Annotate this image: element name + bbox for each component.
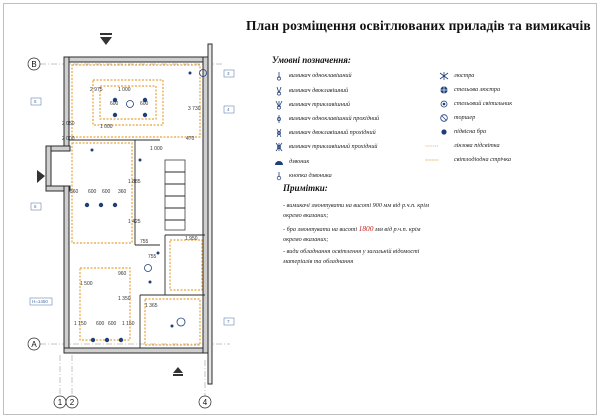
legend-item-bell: дзвоник: [289, 158, 310, 165]
ceiling-lights: [84, 97, 148, 343]
dim-17: 1 150: [74, 321, 87, 327]
led-strip-icon: [425, 159, 439, 161]
dim-7: 1 000: [150, 146, 163, 152]
legend-item-led-strip: світлодіодна стрічка: [454, 156, 511, 163]
axis-marker-col2: [65, 395, 79, 409]
dim-8: 2 000: [62, 136, 75, 142]
axis-marker-bottom: [27, 337, 41, 351]
legend-item-chandelier: люстра: [454, 72, 475, 79]
dim-18: 600: [96, 321, 105, 327]
dim-24: 1 500: [80, 281, 93, 287]
switch-3-icon: [275, 100, 283, 110]
tag-7: 7: [227, 319, 230, 324]
axis-label-col2: 2: [70, 398, 75, 407]
chandeliers: [126, 69, 207, 327]
ceiling-chandelier-icon: [439, 85, 449, 95]
note-equipment-types: - види обладнання освітлення у загальній…: [283, 248, 420, 265]
chandelier-icon: [439, 72, 449, 80]
legend-item-pass-switch-3: вимикач триклавішний прохідний: [289, 143, 378, 150]
legend-item-pendant-sconce: підвісна бра: [454, 128, 487, 135]
exterior-walls: [45, 43, 213, 385]
axis-marker-top: [27, 57, 41, 71]
dim-5: 3 730: [188, 106, 201, 112]
interior-walls: [69, 139, 205, 348]
dim-1: 2 975: [90, 87, 103, 93]
axis-label-col4: 4: [203, 398, 208, 407]
dim-13: 1 885: [128, 179, 141, 185]
note-sconce-post: мм від р.ч.п. крім окремо вказаних;: [283, 226, 421, 243]
dim-20: 1 150: [122, 321, 135, 327]
axis-marker-col4: [198, 395, 212, 409]
section-tags: 3 5 4 6 H=1450 7: [29, 69, 235, 326]
sheet-frame: [3, 3, 597, 415]
switch-1-icon: [277, 72, 281, 81]
dim-3: 600: [110, 101, 119, 107]
pass-switch-2-icon: [276, 128, 282, 138]
legend-title: Умовні позначення:: [272, 55, 351, 65]
dim-16: 1 350: [118, 296, 131, 302]
axis-label-bottom: А: [31, 340, 37, 349]
dim-19: 600: [108, 321, 117, 327]
dim-6: 2 050: [62, 121, 75, 127]
led-strip: [71, 64, 203, 346]
dim-11: 600: [102, 189, 111, 195]
dimension-labels: 2 975 1 000 600 600 3 730 2 050 1 000 2 …: [62, 87, 201, 327]
note-switch-height: - вимикачі змонтувати на висоті 900 мм в…: [283, 202, 429, 219]
ceiling-light-icon: [440, 100, 448, 108]
note-sconce-pre: - бра змонтувати на висоті: [283, 226, 359, 233]
tag-6: 6: [34, 204, 37, 209]
entry-arrow-left-icon: [37, 170, 45, 183]
legend-item-switch-2: вимикач двоклавішний: [289, 87, 349, 94]
bell-button-icon: [276, 172, 282, 181]
dim-15: 755: [148, 254, 157, 260]
lens-lighting-icon: [425, 145, 439, 147]
tag-h1450: H=1450: [32, 299, 48, 304]
dim-9: 360: [70, 189, 79, 195]
legend-item-ceiling-light: стельовий світильник: [454, 100, 513, 107]
legend-item-pass-switch-2: вимикач двоклавішний прохідний: [289, 129, 376, 136]
entry-arrow-bottom-icon: [173, 367, 183, 373]
dim-23: 470: [186, 136, 195, 142]
dim-22: 1 950: [185, 236, 198, 242]
legend-item-pass-switch-1: вимикач одноклавішний прохідний: [289, 115, 380, 122]
dim-25: 960: [118, 271, 127, 277]
dim-2: 1 000: [118, 87, 131, 93]
dim-12: 360: [118, 189, 127, 195]
axis-label-col1: 1: [58, 398, 63, 407]
legend-item-floor-lamp: торшер: [454, 114, 476, 121]
entry-arrow-top-icon: [100, 37, 112, 45]
tag-5: 5: [34, 99, 37, 104]
tag-4: 4: [227, 107, 230, 112]
note-sconce-value: 1800: [358, 224, 374, 233]
dim-4: 600: [140, 101, 149, 107]
axis-label-top: В: [31, 60, 36, 69]
floor-lamp-icon: [440, 114, 448, 122]
entry-arrow-bottom-bar: [173, 374, 183, 376]
switches: [90, 71, 192, 328]
legend-item-ceiling-chandelier: стельова люстра: [454, 86, 501, 93]
legend-item-switch-1: вимикач одноклавішний: [289, 72, 352, 79]
dim-21: 1 365: [145, 303, 158, 309]
pass-switch-3-icon: [275, 142, 283, 152]
axis-grid: [40, 63, 230, 396]
switch-2-icon: [276, 86, 282, 96]
drawing-title: План розміщення освітлюваних приладів та…: [246, 18, 591, 33]
legend-item-lens-lighting: лінзова підсвітка: [454, 142, 500, 149]
legend-item-switch-3: вимикач триклавішний: [289, 101, 350, 108]
notes-title: Примітки:: [283, 183, 328, 193]
pass-switch-1-icon: [277, 115, 281, 123]
bell-icon: [275, 161, 283, 165]
tag-3: 3: [227, 71, 230, 76]
legend-item-bell-button: кнопка дзвоника: [289, 172, 332, 179]
dim-14: 1 425: [128, 219, 141, 225]
entry-arrow-top-bar: [100, 33, 112, 35]
pendant-sconce-icon: [441, 129, 447, 135]
dim-27: 755: [140, 239, 149, 245]
note-sconce-height: - бра змонтувати на висоті 1800 мм від р…: [283, 224, 433, 244]
dim-10: 600: [88, 189, 97, 195]
dim-26: 1 000: [100, 124, 113, 130]
